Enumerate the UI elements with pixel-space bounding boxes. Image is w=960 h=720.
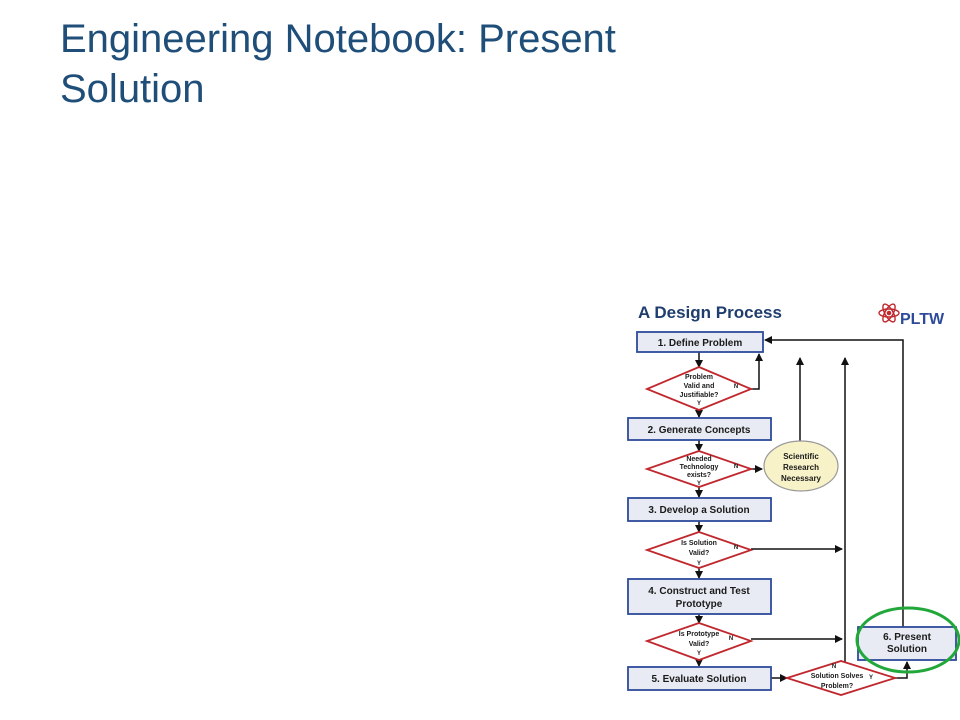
decision-5-line-2: Problem?: [821, 683, 853, 690]
decision-2-line-1: Needed: [686, 456, 711, 463]
highlight-circle: [855, 606, 960, 674]
decision-3-yes: Y: [697, 561, 701, 567]
decision-3-no: N: [734, 545, 738, 551]
decision-1: Problem Valid and Justifiable? Y N: [644, 366, 754, 411]
decision-2-line-2: Technology: [680, 464, 719, 471]
step-box-6: 6. Present Solution: [857, 626, 957, 661]
decision-4-yes: Y: [697, 651, 701, 657]
decision-5: N Solution Solves Problem? Y: [784, 660, 898, 696]
pltw-logo: PLTW: [878, 303, 945, 328]
step-label-1: 1. Define Problem: [658, 338, 743, 349]
diagram-heading: A Design Process: [638, 303, 782, 322]
decision-3-line-2: Valid?: [689, 550, 710, 557]
slide-title-line-1: Engineering Notebook: Present: [60, 17, 616, 61]
step-label-4-line-2: Prototype: [676, 599, 723, 610]
research-line-1: Scientific: [783, 452, 819, 461]
decision-2-yes: Y: [697, 481, 701, 487]
step-label-6-line-2: Solution: [887, 644, 927, 655]
slide-title: Engineering Notebook: Present Solution: [60, 14, 860, 114]
step-label-5: 5. Evaluate Solution: [651, 674, 746, 685]
step-label-2: 2. Generate Concepts: [648, 425, 751, 436]
pltw-logo-text: PLTW: [900, 311, 945, 328]
decision-1-yes: Y: [697, 401, 701, 407]
research-ellipse: Scientific Research Necessary: [763, 440, 839, 492]
decision-5-line-1: Solution Solves: [811, 673, 864, 680]
step-label-6-line-1: 6. Present: [883, 632, 931, 643]
step-box-3: 3. Develop a Solution: [627, 497, 772, 522]
step-box-1: 1. Define Problem: [636, 331, 764, 353]
step-label-4-line-1: 4. Construct and Test: [648, 586, 750, 597]
decision-4-line-2: Valid?: [689, 641, 710, 648]
decision-3: Is Solution Valid? Y N: [644, 531, 754, 569]
decision-4-line-1: Is Prototype: [679, 631, 720, 638]
decision-5-no: N: [832, 664, 836, 670]
decision-4-no: N: [729, 636, 733, 642]
step-box-5: 5. Evaluate Solution: [627, 666, 772, 691]
step-box-2: 2. Generate Concepts: [627, 417, 772, 441]
step-label-3: 3. Develop a Solution: [648, 505, 749, 516]
research-line-3: Necessary: [781, 474, 822, 483]
flow-connectors: [695, 336, 911, 682]
decision-4: Is Prototype Valid? Y N: [644, 622, 754, 661]
slide-title-line-2: Solution: [60, 67, 205, 111]
decision-1-line-3: Justifiable?: [680, 392, 719, 399]
decision-2: Needed Technology exists? Y N: [644, 450, 754, 488]
decision-5-yes: Y: [869, 675, 873, 681]
step-box-4: 4. Construct and Test Prototype: [627, 578, 772, 615]
decision-3-line-1: Is Solution: [681, 540, 717, 547]
atom-icon: [878, 303, 900, 323]
decision-2-no: N: [734, 464, 738, 470]
decision-2-line-3: exists?: [687, 472, 711, 479]
research-line-2: Research: [783, 463, 819, 472]
decision-1-line-1: Problem: [685, 374, 713, 381]
decision-1-line-2: Valid and: [684, 383, 715, 390]
decision-1-no: N: [734, 384, 738, 390]
